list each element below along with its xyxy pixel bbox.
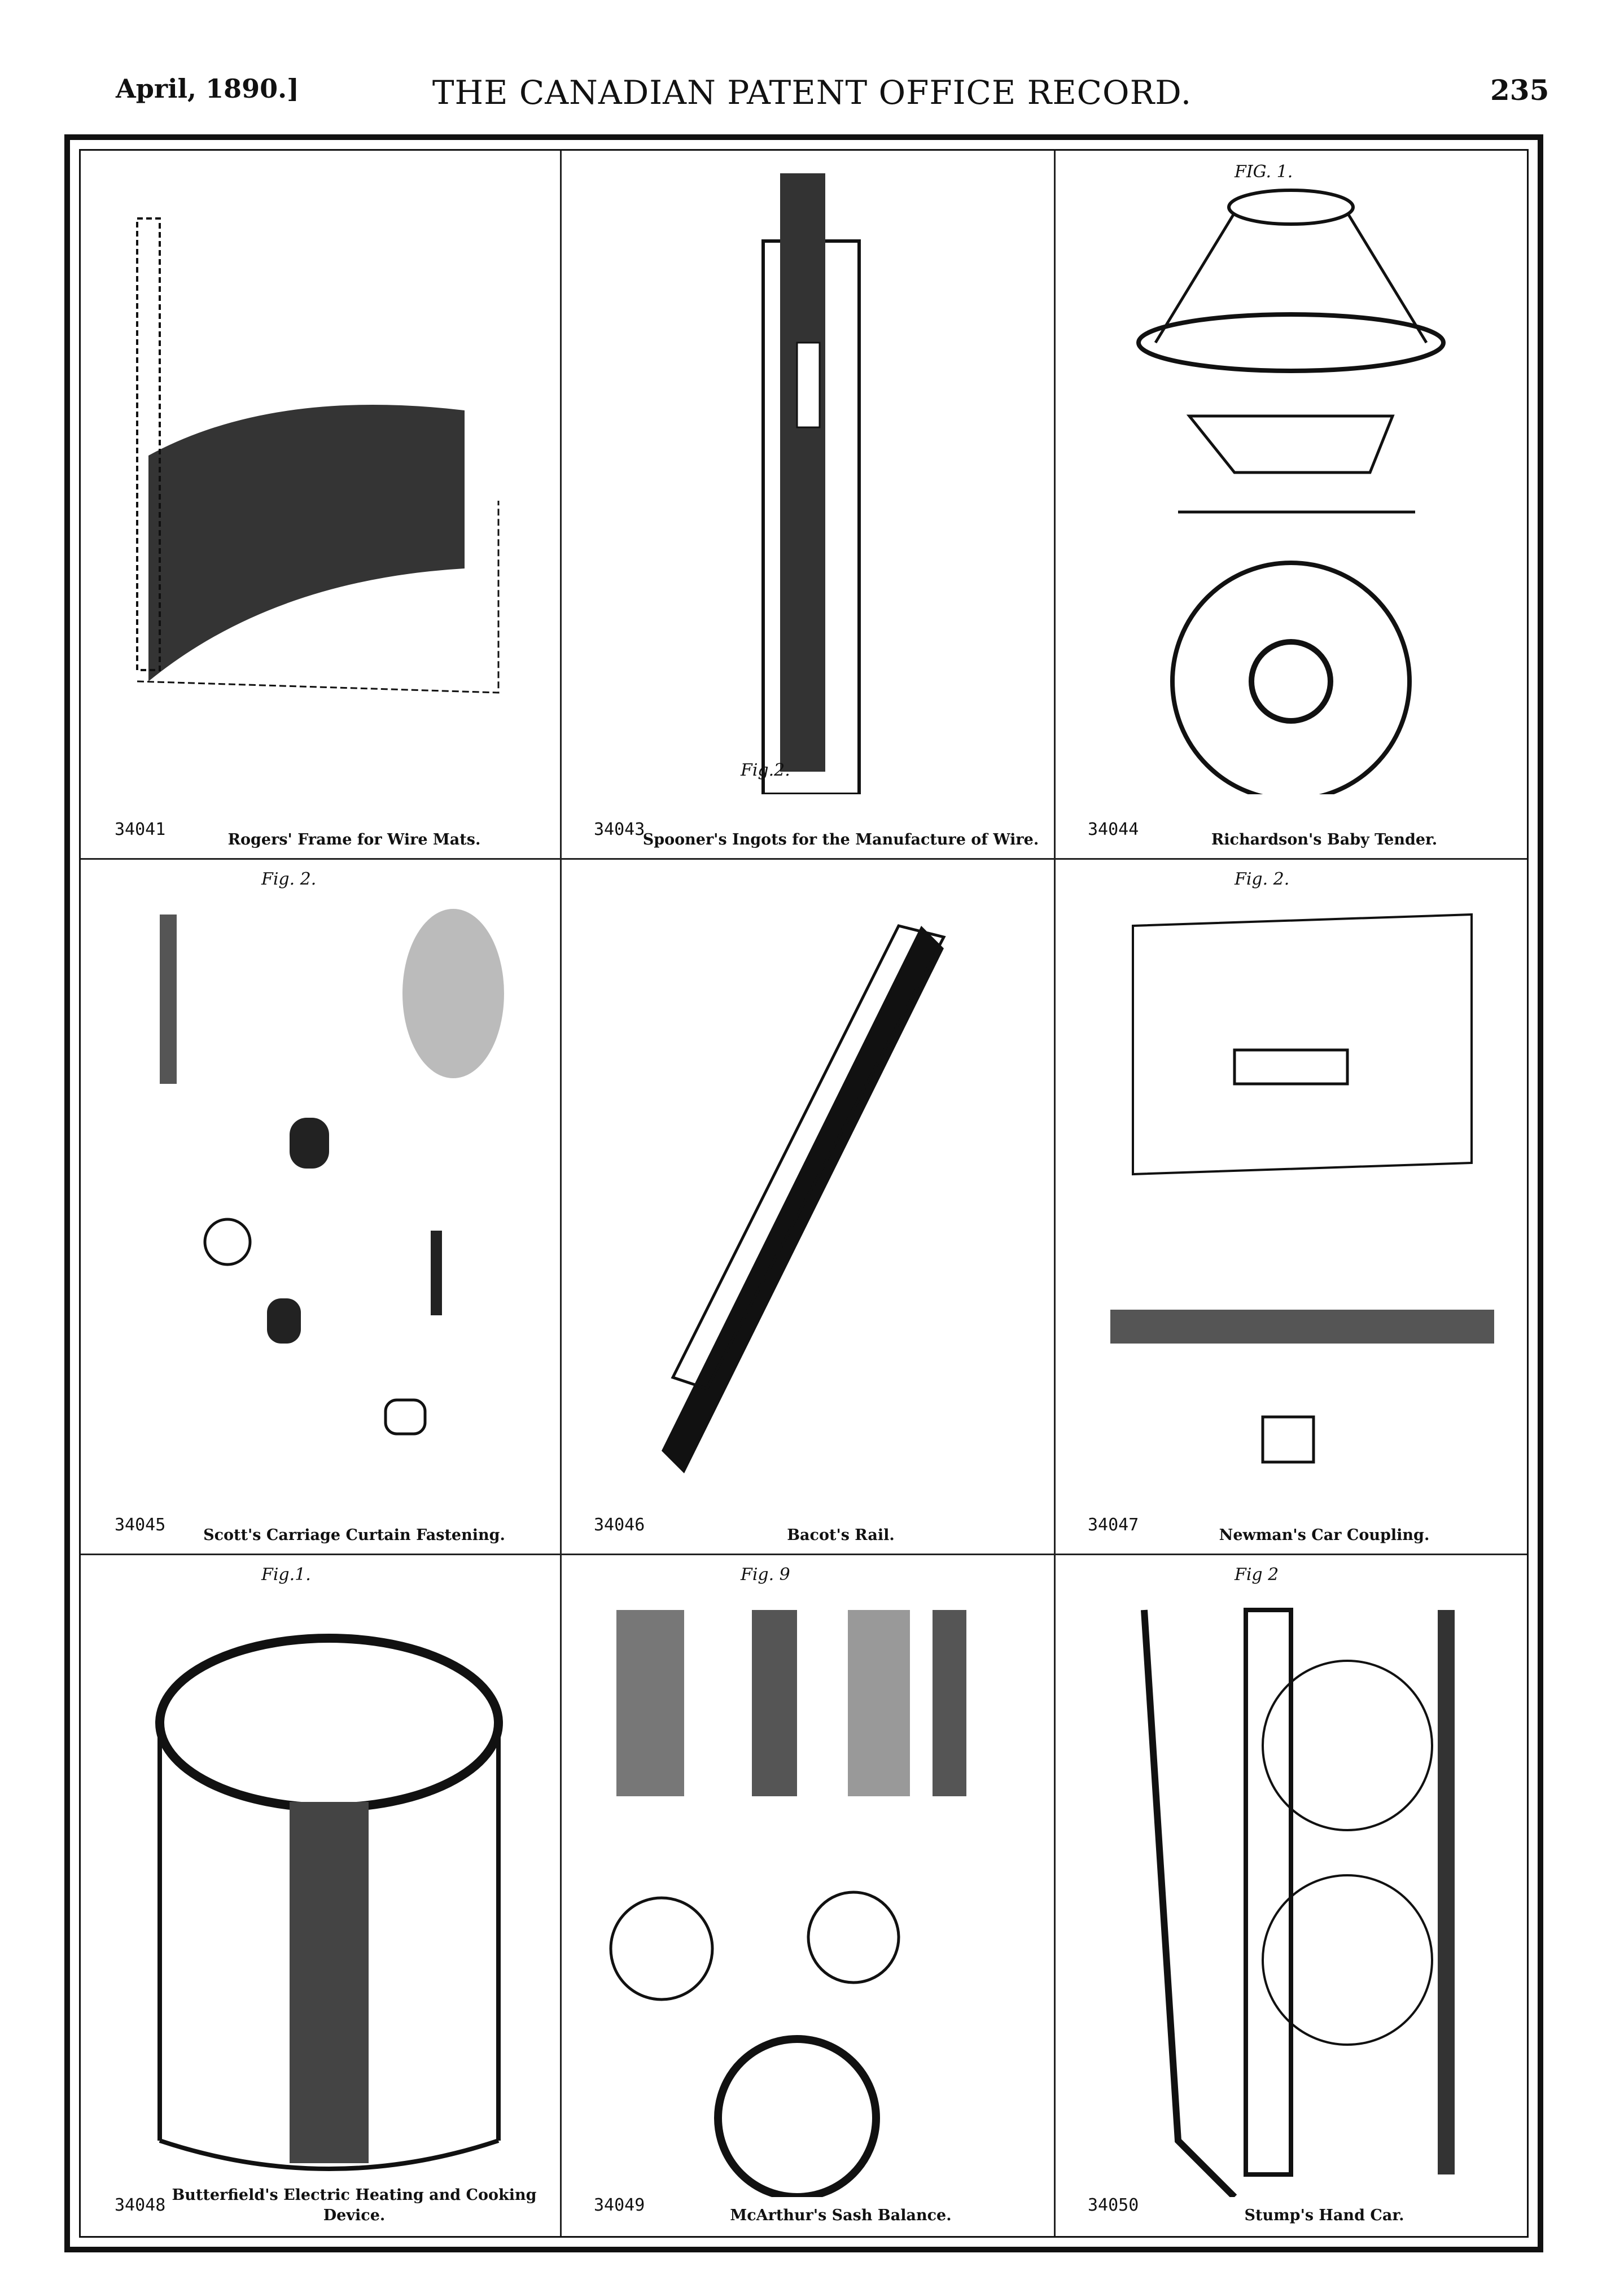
patent-drawing: [160, 909, 504, 1436]
patent-drawing: [1110, 913, 1494, 1464]
header-date: April, 1890.]: [116, 73, 299, 104]
row-divider: [81, 858, 1527, 860]
column-divider: [1054, 151, 1056, 2236]
figure-label: Fig. 9: [741, 1565, 790, 1585]
patent-number: 34043: [594, 820, 645, 839]
patent-title: Rogers' Frame for Wire Mats.: [227, 831, 481, 848]
column-divider: [560, 151, 562, 2236]
page-number: 235: [1490, 73, 1549, 107]
patent-title: Bacot's Rail.: [787, 1526, 895, 1544]
patent-title: Richardson's Baby Tender.: [1211, 831, 1438, 848]
figure-label: Fig. 2.: [1235, 869, 1290, 889]
patent-title: Newman's Car Coupling.: [1219, 1526, 1430, 1544]
patent-number: 34046: [594, 1515, 645, 1535]
figure-label: Fig.1.: [261, 1565, 311, 1585]
patent-title: Scott's Carriage Curtain Fastening.: [203, 1526, 505, 1544]
patent-drawing: [155, 1634, 503, 2171]
patent-drawing: [1136, 189, 1446, 794]
page-title: THE CANADIAN PATENT OFFICE RECORD.: [432, 73, 1192, 112]
patent-title: McArthur's Sash Balance.: [730, 2207, 952, 2224]
patent-cell-34048: Fig.1. 34048 Butterfield's Electric Heatin…: [81, 1554, 560, 2234]
patent-number: 34045: [115, 1515, 166, 1535]
patent-number: 34047: [1088, 1515, 1139, 1535]
patent-drawing: [136, 217, 500, 694]
row-divider: [81, 1554, 1527, 1555]
patent-number: 34050: [1088, 2195, 1139, 2215]
patent-number: 34041: [115, 820, 166, 839]
figure-label: FIG. 1.: [1235, 162, 1293, 182]
patent-drawing: [662, 924, 946, 1473]
figure-label: Fig 2: [1235, 1565, 1279, 1585]
figure-label: Fig. 2.: [261, 869, 317, 889]
patent-number: 34044: [1088, 820, 1139, 839]
patent-title: Stump's Hand Car.: [1244, 2207, 1404, 2224]
patent-number: 34049: [594, 2195, 645, 2215]
figure-label: Fig.2.: [741, 760, 790, 780]
patent-drawing: [761, 173, 861, 794]
patent-title: Butterfield's Electric Heating and Cooki…: [172, 2186, 537, 2224]
patent-drawing: [609, 1610, 966, 2197]
patent-number: 34048: [115, 2195, 166, 2215]
patent-drawing: [1141, 1608, 1455, 2197]
patent-caption: 34048 Butterfield's Electric Heating and …: [98, 2185, 549, 2226]
patent-title: Spooner's Ingots for the Manufacture of …: [642, 831, 1039, 848]
